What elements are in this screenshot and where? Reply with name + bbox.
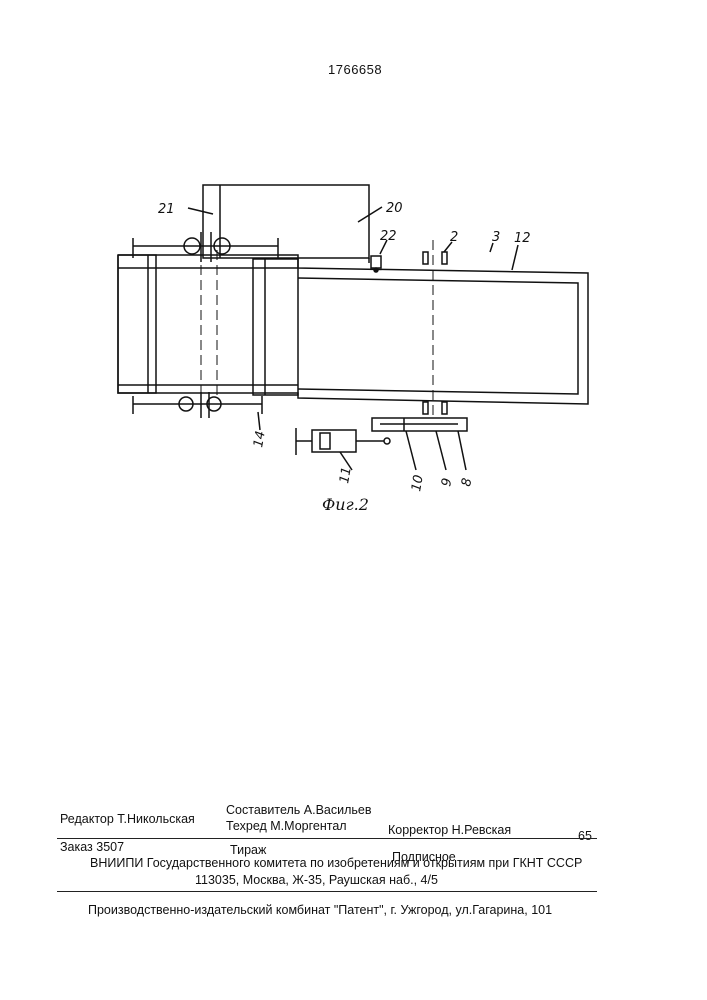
label-11: 11 bbox=[337, 466, 355, 485]
imprint-circulation: Тираж bbox=[230, 843, 266, 857]
imprint-address: 113035, Москва, Ж-35, Раушская наб., 4/5 bbox=[195, 873, 438, 887]
block-20 bbox=[203, 185, 369, 258]
frame-3 bbox=[298, 278, 578, 394]
frame-12 bbox=[118, 255, 588, 404]
imprint-corrector: Корректор Н.Ревская bbox=[388, 823, 511, 837]
label-8: 8 bbox=[459, 477, 475, 488]
label-9: 9 bbox=[439, 477, 455, 488]
label-2: 2 bbox=[450, 230, 458, 245]
imprint-rule-top bbox=[57, 838, 597, 839]
figure-caption: Фиг.2 bbox=[322, 495, 369, 514]
label-3: 3 bbox=[492, 230, 500, 245]
label-22: 22 bbox=[380, 229, 397, 244]
imprint-rule-bottom bbox=[57, 891, 597, 892]
left-roller bbox=[118, 255, 156, 393]
label-14: 14 bbox=[251, 430, 269, 449]
label-10: 10 bbox=[409, 474, 427, 493]
cylinder-11 bbox=[312, 430, 356, 452]
imprint-techred: Техред М.Моргентал bbox=[226, 819, 347, 833]
sensor-22 bbox=[371, 256, 381, 268]
imprint-org: ВНИИПИ Государственного комитета по изоб… bbox=[90, 856, 582, 870]
imprint-publisher: Производственно-издательский комбинат "П… bbox=[88, 903, 552, 917]
imprint-order: Заказ 3507 bbox=[60, 840, 124, 854]
label-20: 20 bbox=[386, 201, 403, 216]
roller-14 bbox=[253, 259, 298, 395]
label-12: 12 bbox=[514, 231, 531, 246]
margin-number: 65 bbox=[578, 829, 592, 843]
label-21: 21 bbox=[158, 202, 175, 217]
imprint-editor: Редактор Т.Никольская bbox=[60, 812, 195, 826]
imprint-compiler: Составитель А.Васильев bbox=[226, 803, 372, 817]
